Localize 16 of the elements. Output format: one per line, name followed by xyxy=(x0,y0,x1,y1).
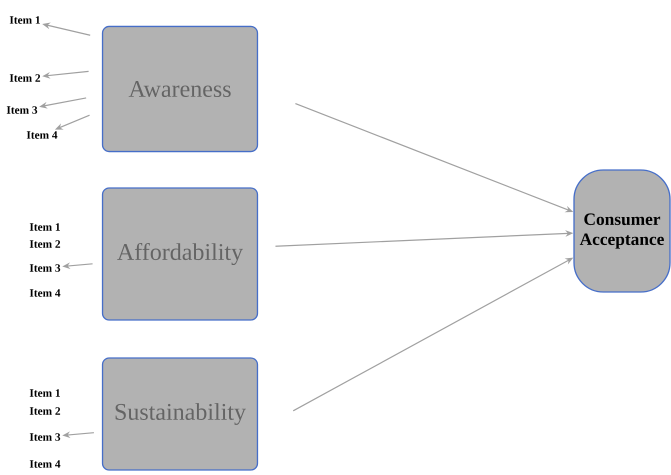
construct-box: Affordability xyxy=(102,187,258,321)
item-label: Item 1 xyxy=(30,223,60,231)
item-label: Item 1 xyxy=(30,389,60,397)
item-label: Item 4 xyxy=(30,460,60,468)
item-label: Item 3 xyxy=(6,106,38,114)
item-label: Item 2 xyxy=(10,74,40,82)
item-label: Item 3 xyxy=(30,433,60,441)
item-label: Item 1 xyxy=(10,16,40,24)
outcome-box: Consumer Acceptance xyxy=(573,169,671,293)
construct-box: Awareness xyxy=(102,26,258,152)
item-label: Item 4 xyxy=(26,131,58,139)
item-label: Item 2 xyxy=(30,407,60,415)
item-label: Item 2 xyxy=(30,240,60,248)
construct-box: Sustainability xyxy=(102,357,258,471)
item-label: Item 3 xyxy=(30,264,60,272)
item-label: Item 4 xyxy=(30,289,60,297)
